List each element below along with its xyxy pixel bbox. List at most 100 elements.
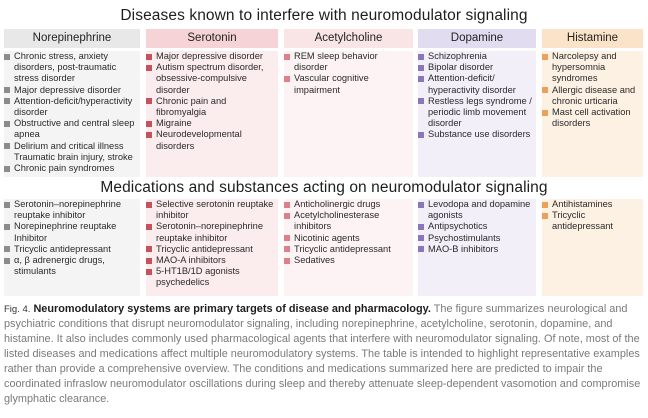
header-norepinephrine: Norepinephrine — [4, 29, 140, 48]
bullet-icon — [146, 64, 152, 71]
list-item-text: Anticholinergic drugs — [294, 199, 381, 209]
header-acetylcholine: Acetylcholine — [284, 29, 413, 48]
list-item: Norepinephrine reuptake Inhibitor — [4, 221, 140, 243]
list-item-text: Mast cell activation disorders — [552, 107, 631, 129]
list-item: Delirium and critical illness Traumatic … — [4, 141, 140, 163]
list-item-text: Levodopa and dopamine agonists — [428, 199, 531, 221]
list-item: Nicotinic agents — [284, 233, 413, 244]
list-item: Mast cell activation disorders — [542, 107, 643, 129]
list-item: Vascular cognitive impairment — [284, 73, 413, 95]
bullet-icon — [4, 165, 10, 172]
bullet-icon — [542, 212, 548, 219]
bullet-icon — [146, 53, 152, 60]
list-item-text: Nicotinic agents — [294, 232, 360, 243]
list-item-text: 5-HT1B/1D agonists psychedelics — [156, 266, 240, 288]
medications-norepinephrine: Serotonin–norepinephrine reuptake inhibi… — [4, 199, 140, 296]
list-item: Chronic pain syndromes — [4, 163, 140, 174]
list-item: 5-HT1B/1D agonists psychedelics — [146, 266, 278, 288]
diseases-norepinephrine: Chronic stress, anxiety disorders, post-… — [4, 51, 140, 177]
list-item: Major depressive disorder — [146, 51, 278, 62]
list-item-text: Serotonin–norepinephrine reuptake inhibi… — [14, 199, 121, 221]
figure-description: The figure summarizes neurological and p… — [4, 303, 641, 405]
bullet-icon — [146, 257, 152, 264]
list-item-text: Migraine — [156, 118, 192, 129]
list-item-text: α, β adrenergic drugs, stimulants — [14, 255, 105, 277]
bullet-icon — [284, 201, 290, 208]
list-item-text: Chronic pain syndromes — [14, 163, 115, 174]
list-item: Schizophrenia — [418, 51, 536, 62]
list-item-text: Norepinephrine reuptake Inhibitor — [14, 221, 117, 243]
list-item-text: MAO-A inhibitors — [156, 255, 226, 266]
list-item: Tricyclic antidepressant — [4, 244, 140, 255]
list-item: Acetylcholinesterase inhibitors — [284, 210, 413, 232]
bullet-icon — [284, 235, 290, 242]
bullet-icon — [418, 53, 424, 60]
list-item: Obstructive and central sleep apnea — [4, 118, 140, 140]
header-serotonin: Serotonin — [146, 29, 278, 48]
list-item: Bipolar disorder — [418, 62, 536, 73]
figure-caption: Fig. 4. Neuromodulatory systems are prim… — [4, 302, 644, 407]
list-item: Serotonin–norepinephrine reuptake inhibi… — [4, 199, 140, 221]
list-item-text: Allergic disease and chronic urticaria — [552, 84, 636, 106]
bullet-icon — [4, 223, 10, 230]
bullet-icon — [418, 98, 424, 105]
list-item: Levodopa and dopamine agonists — [418, 199, 536, 221]
bullet-icon — [284, 246, 290, 253]
list-item-text: Tricyclic antidepressant — [156, 243, 253, 254]
bullet-icon — [542, 53, 548, 60]
list-item: α, β adrenergic drugs, stimulants — [4, 255, 140, 277]
list-item-text: Tricyclic antidepressant — [14, 243, 111, 254]
list-item-text: Major depressive disorder — [14, 84, 121, 95]
list-item-text: Serotonin–norepinephrine reuptake inhibi… — [156, 221, 263, 243]
figure-label: Fig. 4. — [4, 304, 31, 315]
figure-title: Neuromodulatory systems are primary targ… — [33, 303, 431, 315]
diseases-section-title: Diseases known to interfere with neuromo… — [120, 7, 528, 24]
list-item: Chronic pain and fibromyalgia — [146, 96, 278, 118]
list-item-text: Delirium and critical illness Traumatic … — [14, 140, 133, 162]
list-item-text: Vascular cognitive impairment — [294, 73, 369, 95]
bullet-icon — [4, 53, 10, 60]
bullet-icon — [4, 120, 10, 127]
list-item: REM sleep behavior disorder — [284, 51, 413, 73]
list-item: Tricyclic antidepressant — [146, 244, 278, 255]
list-item: Autism spectrum disorder, obsessive-comp… — [146, 62, 278, 96]
bullet-icon — [418, 64, 424, 71]
bullet-icon — [4, 246, 10, 253]
list-item-text: Chronic stress, anxiety disorders, post-… — [14, 51, 117, 84]
bullet-icon — [146, 120, 152, 127]
bullet-icon — [4, 98, 10, 105]
list-item: Major depressive disorder — [4, 85, 140, 96]
list-item-text: Selective serotonin reuptake inhibitor — [156, 199, 274, 221]
list-item-text: Neurodevelopmental disorders — [156, 129, 242, 151]
header-histamine: Histamine — [542, 29, 643, 48]
bullet-icon — [284, 257, 290, 264]
bullet-icon — [418, 75, 424, 82]
list-item: Narcolepsy and hypersomnia syndromes — [542, 51, 643, 85]
list-item: Psychostimulants — [418, 233, 536, 244]
list-item-text: Attention-deficit/ hyperactivity disorde… — [428, 73, 516, 95]
list-item-text: Antihistamines — [552, 199, 613, 209]
list-item: Attention-deficit/hyperactivity disorder — [4, 96, 140, 118]
header-dopamine: Dopamine — [418, 29, 536, 48]
list-item-text: Schizophrenia — [428, 51, 487, 61]
list-item: MAO-A inhibitors — [146, 255, 278, 266]
bullet-icon — [284, 53, 290, 60]
list-item-text: Attention-deficit/hyperactivity disorder — [14, 95, 133, 118]
list-item: Neurodevelopmental disorders — [146, 129, 278, 151]
bullet-icon — [418, 235, 424, 242]
list-item-text: Tricyclic antidepressant — [294, 243, 391, 254]
bullet-icon — [542, 87, 548, 94]
list-item-text: Chronic pain and fibromyalgia — [156, 95, 227, 118]
list-item: Substance use disorders — [418, 129, 536, 140]
list-item-text: MAO-B inhibitors — [428, 243, 499, 254]
list-item-text: Bipolar disorder — [428, 62, 494, 73]
bullet-icon — [4, 201, 10, 208]
list-item-text: Tricyclic antidepressant — [552, 210, 613, 232]
bullet-icon — [284, 75, 290, 82]
bullet-icon — [418, 246, 424, 253]
